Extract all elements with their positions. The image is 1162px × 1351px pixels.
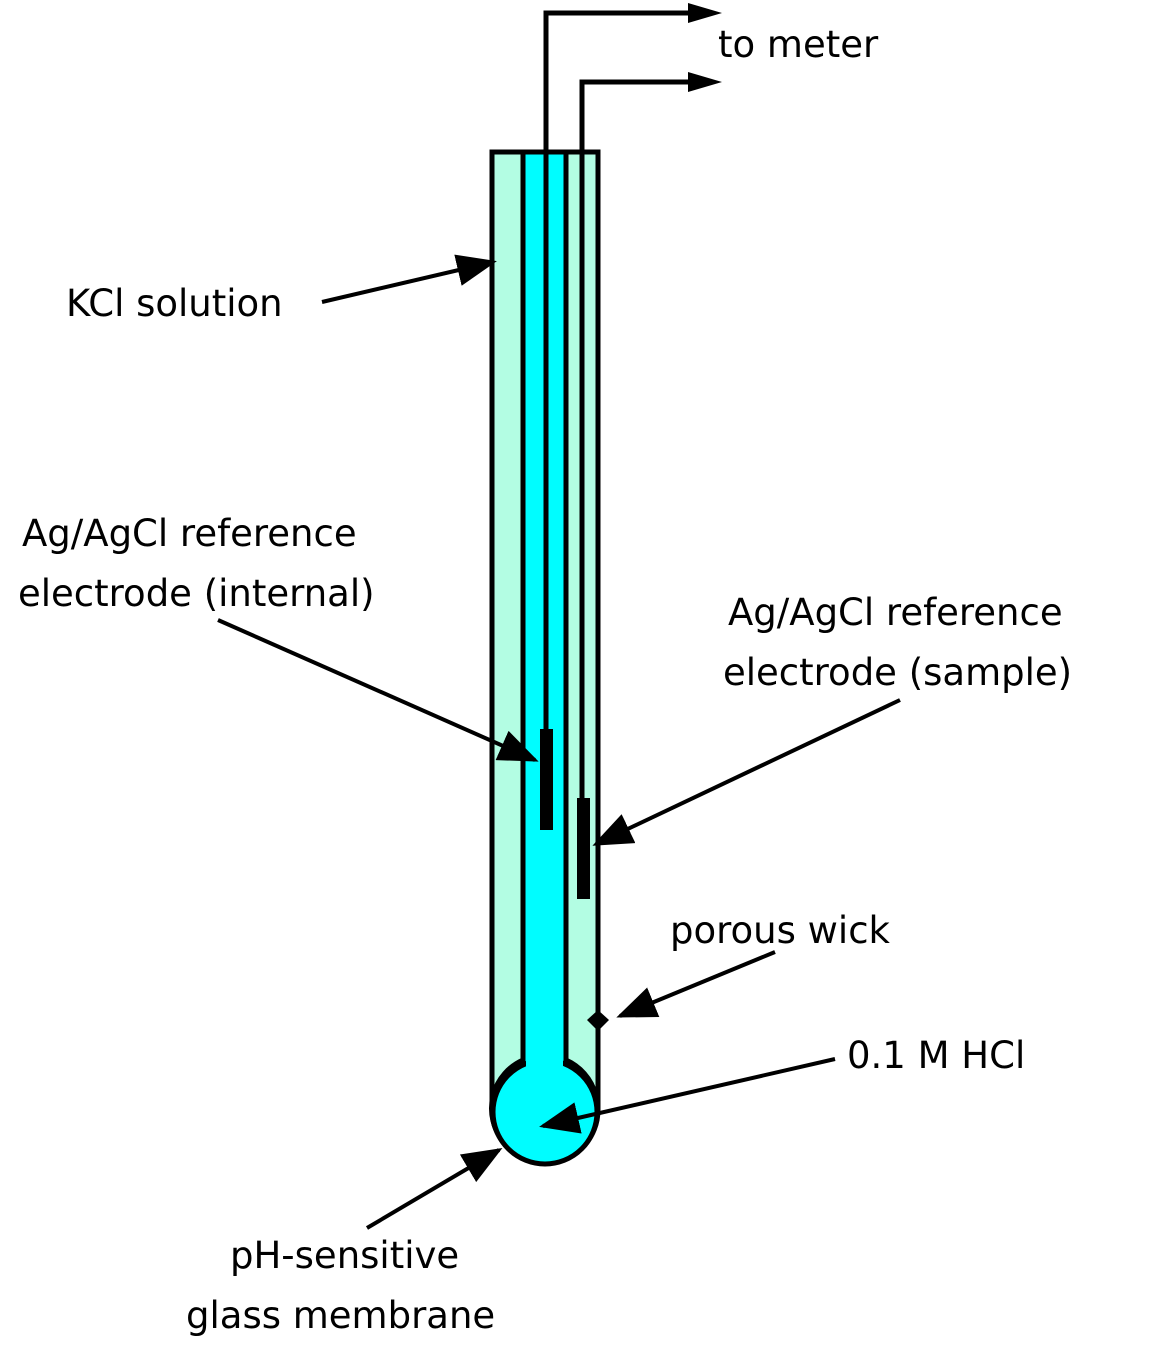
bulb-neck-fill	[526, 1040, 563, 1070]
internal-ref-label-line1: Ag/AgCl reference	[22, 512, 357, 555]
internal-ref-label-line2: electrode (internal)	[18, 572, 375, 615]
internal-reference-electrode	[540, 729, 553, 830]
membrane-leader	[365, 1147, 503, 1230]
sample-ref-leader	[592, 698, 901, 846]
kcl-solution-label: KCl solution	[66, 282, 283, 325]
glass-membrane-bulb	[490, 1057, 600, 1167]
wire-arrowhead-2	[688, 72, 722, 92]
porous-wick-leader	[616, 950, 776, 1018]
sample-reference-electrode	[577, 798, 590, 899]
sample-ref-label-line1: Ag/AgCl reference	[728, 591, 1063, 634]
kcl-leader	[321, 254, 497, 304]
wire-arrowhead-1	[688, 3, 722, 23]
hcl-leader	[539, 1057, 836, 1134]
hcl-label: 0.1 M HCl	[847, 1034, 1025, 1077]
porous-wick-label: porous wick	[670, 909, 891, 952]
to-meter-label: to meter	[718, 23, 879, 66]
sample-ref-label-line2: electrode (sample)	[723, 651, 1072, 694]
internal-wire	[543, 10, 692, 730]
membrane-label-line2: glass membrane	[186, 1294, 495, 1337]
internal-ref-leader	[217, 618, 539, 762]
membrane-label-line1: pH-sensitive	[230, 1234, 459, 1277]
porous-wick	[587, 1010, 609, 1031]
sample-wire	[579, 79, 692, 800]
